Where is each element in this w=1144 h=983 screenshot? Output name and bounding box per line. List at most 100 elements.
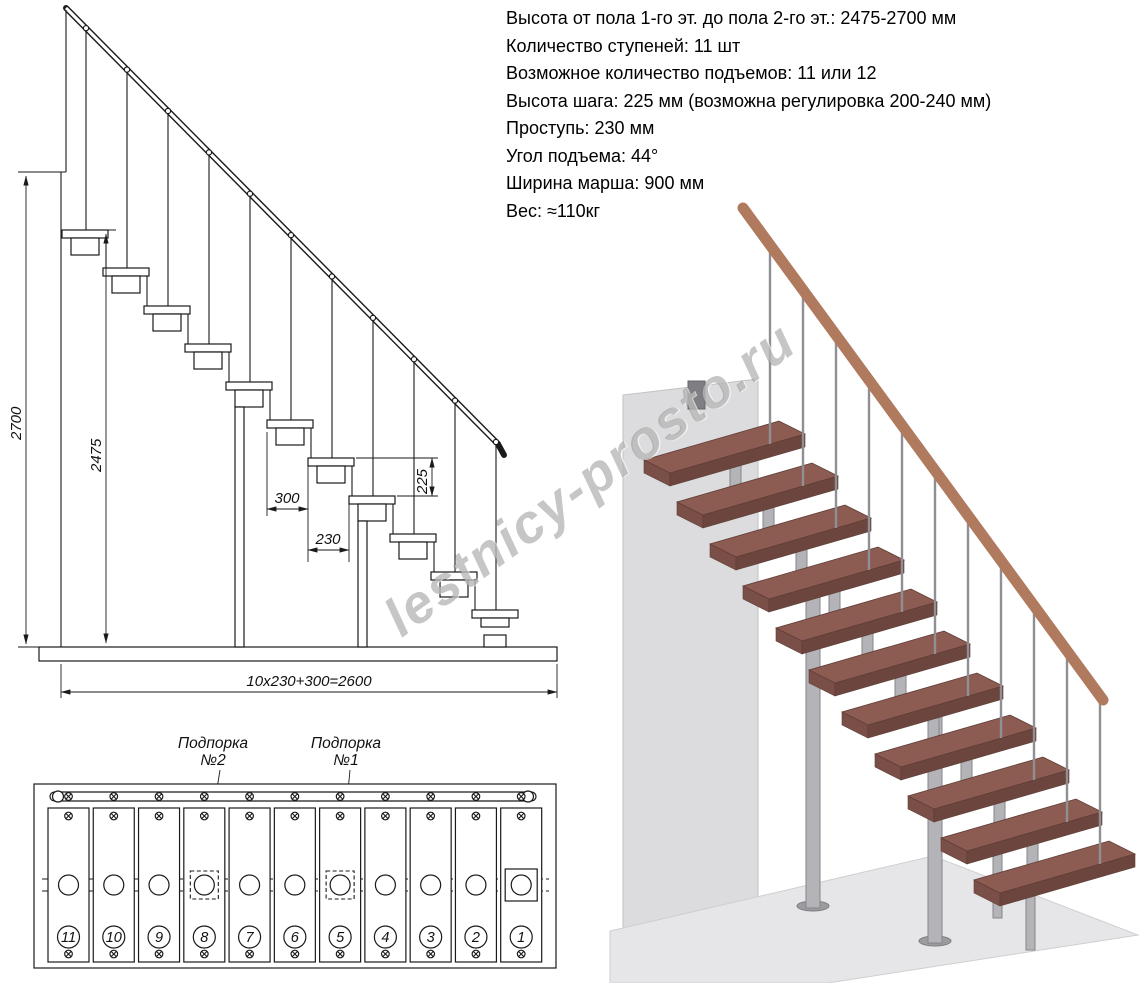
tread — [61, 229, 109, 239]
support1-label-line1: Подпорка — [311, 735, 382, 752]
screw-cross — [65, 951, 72, 957]
module-post-circle — [238, 874, 261, 896]
dim-total-height: 2700 — [8, 406, 25, 441]
floor-and-wall — [18, 171, 558, 662]
screw-cross — [472, 813, 479, 819]
step-module — [111, 275, 141, 294]
support-plate — [189, 870, 219, 900]
screw-cross — [382, 793, 389, 800]
screw-cross — [518, 793, 525, 800]
screw-cross — [472, 951, 479, 957]
staircase-steps — [61, 24, 519, 648]
dimensions: 2700 2475 300 230 225 10x230+300=2600 — [8, 175, 558, 698]
tread — [184, 343, 232, 353]
step-number-badge — [192, 925, 216, 949]
step-number: 1 — [517, 930, 525, 946]
support2-label-line2: №2 — [200, 752, 226, 769]
bottom-support — [483, 634, 507, 648]
step-number-badge — [237, 925, 262, 949]
support-plate — [325, 870, 355, 900]
step-number-badge — [328, 925, 352, 949]
tread-top-face — [840, 672, 1005, 726]
spec-line-step-height: Высота шага: 225 мм (возможна регулировк… — [506, 90, 992, 111]
module-post-circle — [57, 874, 80, 896]
spec-line-steps: Количество ступеней: 11 шт — [506, 35, 741, 56]
tread — [102, 267, 150, 277]
step-module — [316, 465, 346, 484]
support1-label-line2: №1 — [333, 752, 358, 769]
module-post-circle — [374, 874, 396, 896]
tread — [307, 457, 355, 467]
dim-riser-225: 225 — [414, 468, 431, 495]
tread-top-face — [939, 798, 1104, 852]
elevation-drawing: 2700 2475 300 230 225 10x230+300=2600 — [8, 5, 558, 698]
screw-cross — [291, 951, 298, 957]
screw-cross — [201, 951, 208, 957]
tread-top-face — [972, 840, 1137, 894]
step-module — [357, 503, 387, 522]
handrail-2d — [63, 5, 507, 458]
screw-cross — [246, 793, 253, 800]
screw-cross — [246, 813, 253, 819]
screw-cross — [427, 813, 434, 819]
screw-cross — [201, 813, 208, 819]
step-module — [152, 313, 182, 332]
step-module — [439, 579, 469, 598]
dim-total-run: 10x230+300=2600 — [246, 673, 372, 690]
tread-top-face — [741, 546, 906, 600]
screw-cross — [65, 813, 72, 819]
support-post-2 — [234, 406, 245, 648]
baluster-joint — [287, 231, 295, 239]
tread-top-face — [906, 756, 1071, 810]
tread — [348, 495, 396, 505]
step-number: 4 — [381, 930, 389, 946]
baluster-joint — [205, 149, 213, 156]
step-number: 10 — [106, 930, 122, 946]
stairs-3d — [642, 242, 1137, 951]
baluster-joint — [246, 190, 254, 197]
step-module — [70, 237, 100, 256]
dim-tread-230: 230 — [314, 531, 341, 548]
step-number: 6 — [291, 930, 300, 946]
screw-cross — [382, 813, 389, 819]
step-number: 11 — [61, 930, 76, 946]
module-post-circle — [465, 874, 487, 896]
step-number-badge — [283, 925, 307, 949]
module-post-circle — [329, 874, 351, 896]
step-module — [398, 541, 428, 560]
specs-block: Высота от пола 1-го эт. до пола 2-го эт.… — [506, 5, 991, 225]
render-3d — [609, 202, 1140, 983]
step-number-badge — [56, 925, 81, 949]
baluster-joint — [123, 66, 131, 73]
base-floor — [38, 646, 558, 662]
spec-line-width: Ширина марша: 900 мм — [506, 173, 705, 193]
baluster-joint — [410, 356, 418, 363]
step-number: 2 — [471, 930, 480, 946]
baluster-joint — [492, 438, 500, 446]
screw-cross — [337, 951, 344, 957]
screw-cross — [156, 813, 163, 819]
step-number: 9 — [155, 930, 163, 946]
tread — [266, 419, 314, 429]
module-post-circle — [420, 874, 442, 896]
baluster-joint — [369, 314, 377, 322]
tread-top-face — [807, 630, 972, 684]
screw-cross — [291, 793, 298, 800]
support2-label-line1: Подпорка — [178, 735, 249, 752]
step-module — [193, 351, 223, 370]
tread-top-face — [774, 588, 939, 642]
handrail-3d — [737, 202, 1109, 706]
support-post-1 — [357, 520, 368, 648]
module-post-circle — [284, 874, 306, 896]
dim-module-300: 300 — [274, 490, 300, 507]
screw-cross — [156, 793, 163, 800]
tread-top-face — [642, 420, 807, 474]
step-number: 3 — [427, 930, 435, 946]
module-post-circle — [148, 874, 170, 896]
baluster-joint — [82, 24, 90, 32]
screw-cross — [110, 813, 117, 819]
screw-cross — [110, 793, 117, 800]
